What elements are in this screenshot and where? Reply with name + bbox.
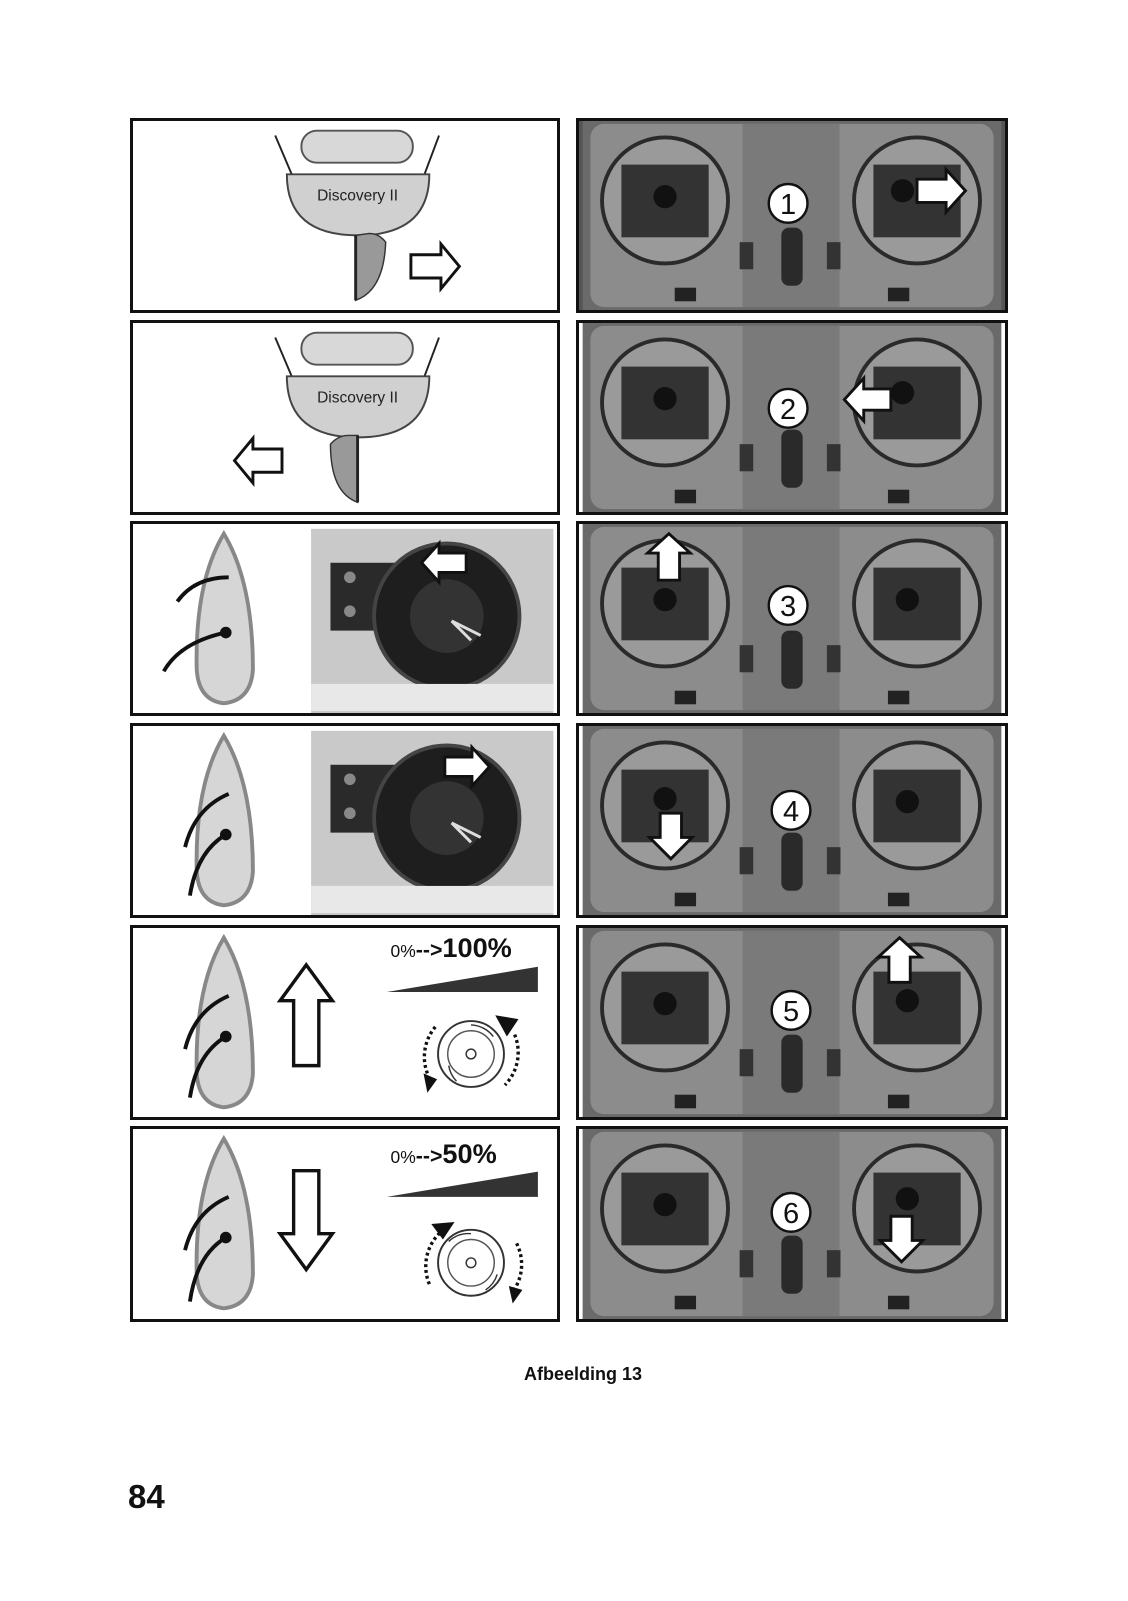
step-number: 6 [783, 1198, 799, 1230]
svg-text:0%-->50%: 0%-->50% [391, 1138, 497, 1169]
step-badge [767, 182, 809, 224]
transmitter-photo-2: 2 [576, 320, 1008, 515]
transmitter-photo-4: 4 [576, 723, 1008, 918]
throttle-from-label: 0% [391, 941, 416, 961]
step-number: 5 [783, 996, 799, 1028]
step-badge [770, 789, 812, 831]
step-badge [767, 584, 809, 627]
blade-silhouette [194, 933, 255, 1110]
stick-arrow-down-icon [876, 1214, 927, 1264]
figure-caption: Afbeelding 13 [0, 1364, 1128, 1385]
throttle-to-label: 50% [442, 1138, 496, 1169]
discovery-label: Discovery II [317, 187, 398, 204]
throttle-sep-label: --> [416, 938, 443, 962]
transmitter-photo-6: 6 [576, 1126, 1008, 1322]
stick-arrow-up-icon [874, 935, 925, 984]
svg-text:0%-->100%: 0%-->100% [391, 932, 512, 963]
panel-servo-left [130, 521, 560, 716]
panel-throttle-down: 0%-->50% [130, 1126, 560, 1322]
blade-silhouette [194, 731, 255, 908]
transmitter-photo-3: 3 [576, 521, 1008, 716]
throttle-to-label: 100% [442, 932, 511, 963]
panel-servo-right [130, 723, 560, 918]
rotor-rotation-ccw-icon [424, 1222, 524, 1304]
transmitter-photo-1: 1 [576, 118, 1008, 313]
throttle-ramp [386, 1171, 538, 1197]
blade-silhouette [194, 1134, 255, 1311]
direction-arrow-right-icon [409, 240, 462, 293]
blade-silhouette [194, 529, 255, 706]
stick-arrow-down-icon [646, 811, 696, 861]
panel-throttle-up: 0%-->100% [130, 925, 560, 1120]
step-number: 2 [780, 394, 796, 426]
heli-top-view: Discovery II [274, 129, 462, 302]
throttle-from-label: 0% [391, 1147, 416, 1167]
discovery-label: Discovery II [317, 389, 398, 406]
servo-arrow-right-icon [443, 743, 492, 790]
panel-tail-right: Discovery II [130, 118, 560, 313]
heli-top-view: Discovery II [232, 331, 440, 504]
stick-arrow-up-icon [643, 531, 694, 582]
servo-arrow-left-icon [419, 539, 468, 586]
throttle-ramp [386, 966, 538, 992]
throttle-arrow-down-icon [276, 1168, 336, 1273]
throttle-sep-label: --> [416, 1144, 443, 1168]
step-badge [770, 989, 812, 1031]
throttle-arrow-up-icon [276, 961, 336, 1068]
step-number: 4 [783, 796, 799, 828]
step-number: 3 [780, 591, 796, 623]
stick-arrow-right-icon [915, 165, 968, 216]
stick-arrow-left-icon [842, 374, 893, 425]
transmitter-photo-5: 5 [576, 925, 1008, 1120]
rotor-rotation-cw-icon [422, 1015, 520, 1093]
panel-tail-left: Discovery II [130, 320, 560, 515]
step-number: 1 [780, 189, 796, 221]
figure-caption-text: Afbeelding 13 [523, 1364, 643, 1384]
step-badge [770, 1191, 812, 1233]
direction-arrow-left-icon [232, 434, 284, 487]
step-badge [767, 387, 809, 429]
page-number: 84 [128, 1478, 165, 1515]
